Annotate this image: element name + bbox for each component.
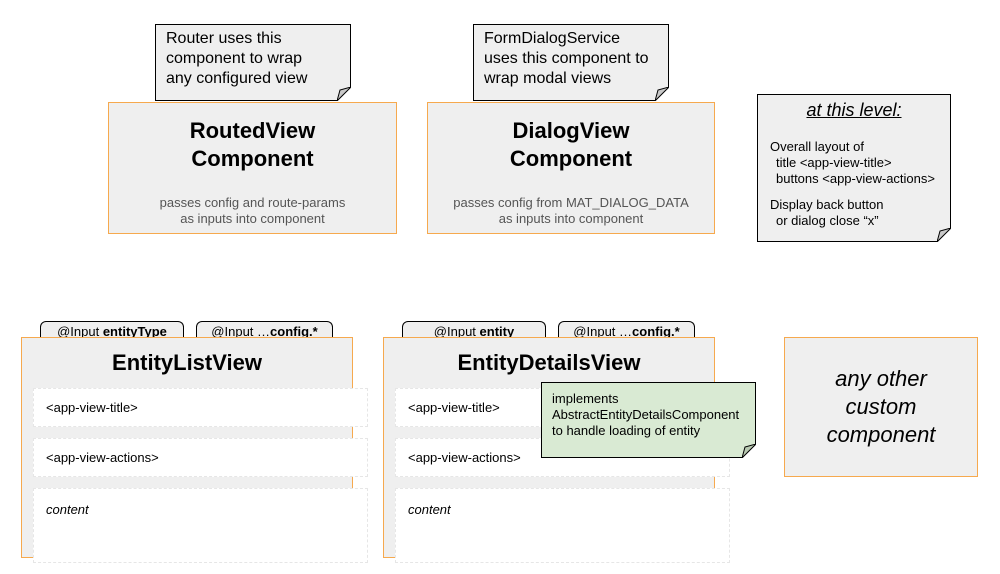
entity-list-view-title: EntityListView: [112, 350, 262, 375]
content-slot: content: [33, 488, 368, 563]
note-fold-icon: [337, 87, 351, 101]
dialog-note-line: uses this component to: [484, 50, 649, 67]
dialog-note-line: FormDialogService: [484, 30, 621, 47]
tab-bold: config.*: [632, 324, 680, 339]
dialog-note: FormDialogService uses this component to…: [473, 24, 669, 101]
routed-view-title: RoutedView Component: [109, 117, 396, 173]
tab-prefix: @Input: [433, 324, 480, 339]
router-note: Router uses this component to wrap any c…: [155, 24, 351, 101]
title-line: Component: [509, 146, 633, 171]
routed-view-component: RoutedView Component passes config and r…: [108, 102, 397, 234]
dialog-note-line: wrap modal views: [484, 70, 612, 87]
desc-line: passes config and route-params: [159, 195, 346, 210]
routed-view-desc: passes config and route-params as inputs…: [109, 195, 396, 227]
title-line: Component: [191, 146, 314, 171]
router-note-line: component to wrap: [166, 50, 303, 67]
tab-prefix: @Input: [57, 324, 103, 339]
level-note-heading: at this level:: [806, 100, 902, 120]
desc-line: as inputs into component: [180, 211, 325, 226]
note-fold-icon: [655, 87, 669, 101]
tab-bold: entityType: [102, 324, 167, 339]
note-fold-icon: [742, 444, 756, 458]
tab-prefix: @Input …: [573, 324, 633, 339]
dialog-view-title: DialogView Component: [428, 117, 714, 173]
level-note-line: Display back button: [770, 197, 884, 212]
app-view-actions-slot: <app-view-actions>: [33, 438, 368, 477]
level-note-line: title <app-view-title>: [776, 155, 892, 170]
title-line: RoutedView: [189, 118, 316, 143]
level-note-line: Overall layout of: [770, 139, 864, 154]
router-note-line: any configured view: [166, 70, 308, 87]
tab-bold: entity: [479, 324, 515, 339]
dialog-view-desc: passes config from MAT_DIALOG_DATA as in…: [428, 195, 714, 227]
note-fold-icon: [937, 228, 951, 242]
custom-line: component: [826, 422, 936, 447]
custom-component: any other custom component: [784, 337, 978, 477]
desc-line: passes config from MAT_DIALOG_DATA: [453, 195, 689, 210]
content-slot: content: [395, 488, 730, 563]
dialog-view-component: DialogView Component passes config from …: [427, 102, 715, 234]
entity-details-view-title: EntityDetailsView: [457, 350, 641, 375]
level-note: at this level: Overall layout of title <…: [757, 94, 951, 242]
tab-prefix: @Input …: [211, 324, 271, 339]
implements-line: implements: [552, 391, 619, 406]
custom-line: custom: [845, 394, 917, 419]
tab-bold: config.*: [270, 324, 318, 339]
router-note-line: Router uses this: [166, 30, 282, 47]
title-line: DialogView: [512, 118, 630, 143]
implements-note: implements AbstractEntityDetailsComponen…: [541, 382, 756, 458]
implements-line: to handle loading of entity: [552, 423, 701, 438]
entity-list-view: EntityListView <app-view-title> <app-vie…: [21, 337, 368, 563]
desc-line: as inputs into component: [498, 211, 644, 226]
custom-line: any other: [835, 366, 927, 391]
level-note-line: or dialog close “x”: [776, 213, 879, 228]
level-note-line: buttons <app-view-actions>: [776, 171, 935, 186]
implements-line: AbstractEntityDetailsComponent: [552, 407, 740, 422]
app-view-title-slot: <app-view-title>: [33, 388, 368, 427]
